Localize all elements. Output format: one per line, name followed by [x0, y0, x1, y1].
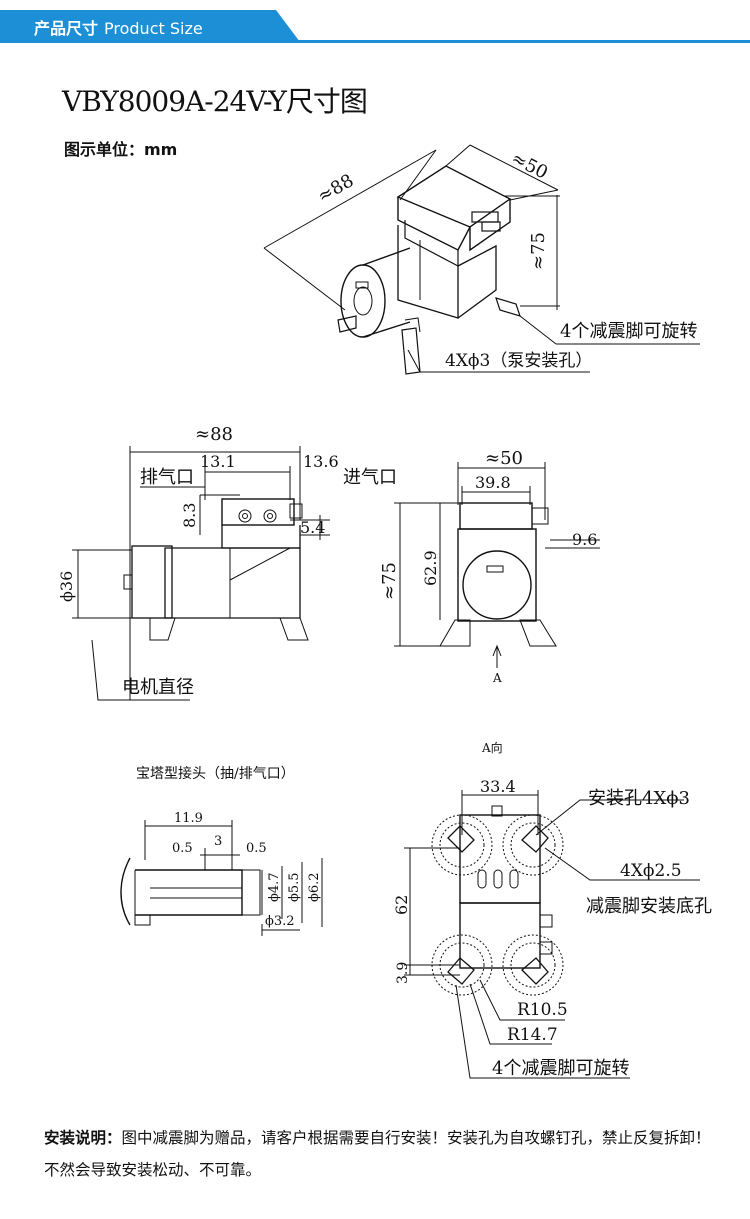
motor-leader [91, 639, 190, 701]
bottom-foot-holes-label: 4Xϕ2.5 [620, 861, 682, 881]
exhaust-label: 排气口 [140, 467, 194, 488]
side-view [72, 446, 330, 701]
iso-width-label: ≈50 [508, 148, 551, 184]
intake-label: 进气口 [343, 467, 397, 488]
front-inner-width-label: 39.8 [475, 473, 511, 492]
feet-leader [519, 315, 700, 345]
bottom-holes-label: 安装孔4Xϕ3 [588, 788, 690, 809]
front-port-offset-label: 9.6 [572, 530, 597, 549]
side-d1-label: 13.1 [200, 452, 236, 471]
header-tab [0, 10, 300, 42]
foot-holes-leader [544, 847, 700, 881]
motor-dia-label: ϕ36 [57, 571, 76, 602]
motor-label: 电机直径 [122, 677, 194, 698]
bottom-width-label: 33.4 [480, 777, 516, 796]
front-width-label: ≈50 [485, 448, 523, 469]
bottom-view [404, 790, 700, 1079]
side-d3-label: 8.3 [180, 503, 199, 528]
iso-height-label: ≈75 [528, 232, 549, 270]
bottom-r2-label: R14.7 [507, 1025, 558, 1045]
side-d4-label: 5.4 [300, 518, 325, 537]
barb-g1-label: 0.5 [172, 841, 193, 856]
bottom-caption: A向 [481, 740, 503, 755]
bottom-height-label: 62 [392, 895, 411, 915]
bottom-foot-holes-text: 减震脚安装底孔 [586, 896, 712, 917]
barb-d1-label: ϕ4.7 [267, 872, 282, 902]
r1-leader [479, 979, 565, 1021]
barb-d4-label: ϕ3.2 [265, 914, 295, 929]
barb-d3-label: ϕ6.2 [307, 872, 322, 902]
feet-leader-bottom [455, 984, 630, 1079]
barb-g3-label: 0.5 [246, 841, 267, 856]
bottom-offset-label: 3.9 [395, 962, 411, 984]
iso-view [263, 144, 700, 375]
barb-len-label: 11.9 [174, 811, 203, 826]
unit-label: 图示单位：mm [64, 140, 178, 159]
iso-mount-label: 4Xϕ3（泵安装孔） [445, 351, 592, 371]
mount-leader [407, 349, 590, 373]
header-underline [0, 40, 750, 43]
iso-length-label: ≈88 [314, 170, 357, 207]
iso-feet-label: 4个减震脚可旋转 [560, 321, 697, 342]
barb-view [120, 820, 323, 936]
side-d2-label: 13.6 [303, 452, 339, 471]
model-title: VBY8009A-24V-Y尺寸图 [62, 85, 368, 118]
front-height-label: ≈75 [379, 562, 400, 600]
bottom-r1-label: R10.5 [517, 1000, 568, 1020]
side-length-label: ≈88 [195, 424, 233, 445]
dim-width-line [469, 144, 559, 191]
holes-leader [535, 799, 684, 836]
barb-g2-label: 3 [214, 834, 222, 849]
barb-caption: 宝塔型接头（抽/排气口） [136, 765, 295, 782]
bottom-feet-label: 4个减震脚可旋转 [492, 1058, 629, 1079]
dim-length-line [263, 149, 437, 249]
install-note-text: 图中减震脚为赠品，请客户根据需要自行安装！安装孔为自攻螺钉孔，禁止反复拆卸！不然… [44, 1129, 711, 1179]
front-arrow-label: A [492, 671, 502, 685]
barb-d2-label: ϕ5.5 [287, 872, 302, 902]
install-note-label: 安装说明： [44, 1129, 122, 1147]
front-view [394, 462, 600, 668]
install-note: 安装说明：图中减震脚为赠品，请客户根据需要自行安装！安装孔为自攻螺钉孔，禁止反复… [44, 1122, 724, 1186]
front-inner-height-label: 62.9 [421, 550, 440, 586]
r2-leader [469, 983, 552, 1045]
